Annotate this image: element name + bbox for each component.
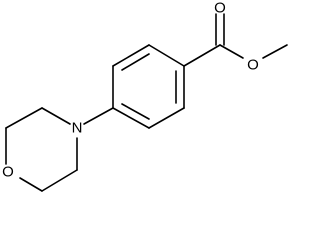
morpholine-group: N O bbox=[2, 107, 114, 192]
upper-left-carbon-to-lower-left-carbon-bond bbox=[5, 107, 43, 129]
ring-bond-bottom-left bbox=[112, 107, 150, 129]
carbonyl-oxygen-label: O bbox=[214, 0, 226, 17]
chemical-structure-diagram: O O N O bbox=[2, 0, 288, 192]
ring-oxygen-label: O bbox=[2, 164, 14, 181]
nitrogen-to-upper-left-carbon-bond bbox=[41, 107, 71, 125]
methyl-ester-group: O O bbox=[183, 0, 288, 74]
bottom-carbon-to-right-carbon-bond bbox=[41, 169, 78, 192]
ring-bond-top-left bbox=[112, 44, 150, 67]
ring-bond-top-right bbox=[148, 44, 185, 67]
ring-bond-bottom-right bbox=[148, 107, 185, 129]
ether-oxygen-to-methyl-bond bbox=[262, 44, 288, 59]
ether-oxygen-label: O bbox=[247, 57, 259, 74]
carbonyl-to-ether-oxygen-bond bbox=[219, 44, 244, 59]
amine-nitrogen-label: N bbox=[72, 120, 83, 137]
benzene-ring bbox=[112, 44, 185, 129]
ring-double-bond-bottom bbox=[121, 103, 150, 120]
oxygen-to-bottom-carbon-bond bbox=[19, 177, 43, 192]
ring-to-carbonyl-bond bbox=[183, 44, 221, 67]
ring-to-nitrogen-bond bbox=[83, 107, 114, 125]
ring-double-bond-top bbox=[121, 53, 150, 71]
